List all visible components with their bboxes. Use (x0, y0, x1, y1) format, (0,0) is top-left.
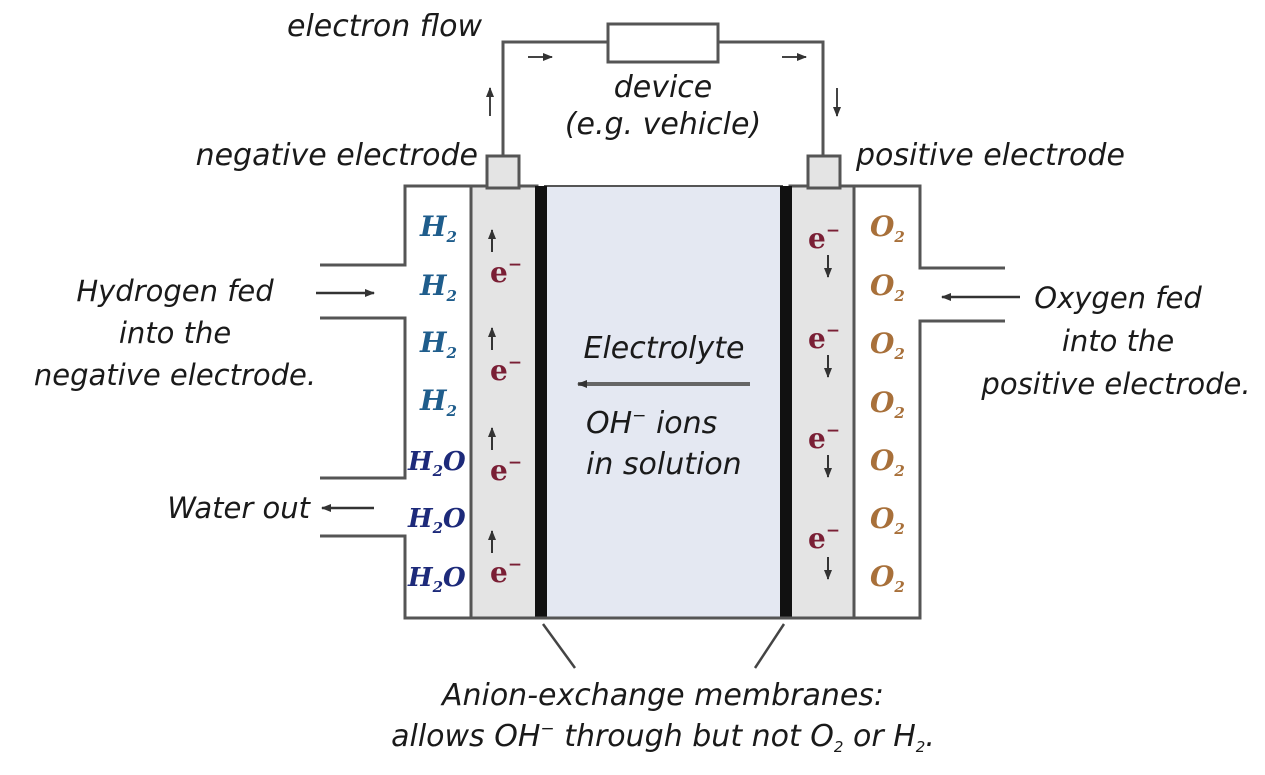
membrane-label-2-sub2: 2 (916, 738, 926, 756)
circuit-wire-right (718, 40, 825, 158)
electron-symbol: e− (808, 521, 840, 555)
electron-symbol: e− (808, 421, 840, 455)
hydrogen-fed-label-2: into the (119, 316, 231, 350)
circuit-wire-left (501, 40, 608, 158)
positive-terminal (806, 154, 842, 190)
oxygen-fed-label-1: Oxygen fed (1034, 281, 1202, 315)
electron-symbol: e− (808, 221, 840, 255)
h2o-molecule: H2O (407, 447, 466, 480)
membrane-pointer-right (753, 623, 786, 669)
water-outlet-lower (320, 534, 471, 620)
negative-electrode-label: negative electrode (196, 138, 478, 173)
ions-label-sup: − (632, 406, 646, 426)
ions-label-oh: OH (586, 406, 632, 441)
membrane-pointer-left (541, 623, 577, 669)
o2-molecule: O2 (870, 560, 905, 596)
o2-molecule: O2 (870, 327, 905, 363)
positive-electrons: e− e− e− e− (808, 221, 840, 555)
hydrogen-inlet-lower (320, 316, 407, 480)
membrane-label-2-sup: − (540, 719, 554, 739)
oxygen-inlet-lower (854, 319, 1005, 620)
o2-molecule: O2 (870, 502, 905, 538)
o2-molecule: O2 (870, 386, 905, 422)
oxygen-inlet-upper (854, 184, 1005, 270)
hydrogen-fed-label-3: negative electrode. (34, 358, 316, 392)
membrane-label-2-c: or H (843, 719, 915, 754)
electrolyte-label: Electrolyte (583, 331, 744, 366)
h2o-molecule: H2O (407, 504, 466, 537)
electron-symbol: e− (808, 321, 840, 355)
device-example-label: (e.g. vehicle) (565, 107, 761, 142)
h2-molecule: H2 (419, 326, 457, 362)
membrane-label-1: Anion-exchange membranes: (440, 678, 884, 713)
ions-label-rest: ions (646, 406, 717, 441)
positive-electrode-label: positive electrode (855, 138, 1125, 173)
electron-flow-label: electron flow (287, 9, 482, 44)
device-resistor (606, 22, 720, 64)
o2-molecule: O2 (870, 269, 905, 305)
o2-molecule: O2 (870, 210, 905, 246)
in-solution-label: in solution (586, 447, 742, 482)
membrane-label-2-b: through but not O (555, 719, 834, 754)
hydrogen-inlet-upper (320, 184, 471, 267)
electron-symbol: e− (490, 353, 522, 387)
negative-terminal (485, 154, 521, 190)
hydrogen-fed-label-1: Hydrogen fed (76, 274, 274, 308)
h2-molecule: H2 (419, 269, 457, 305)
electron-symbol: e− (490, 255, 522, 289)
h2-molecule: H2 (419, 210, 457, 246)
membrane-label-2-a: allows OH (391, 719, 540, 754)
oxygen-fed-label-3: positive electrode. (980, 367, 1250, 401)
water-out-label: Water out (167, 491, 311, 525)
device-label: device (614, 70, 713, 105)
membrane-label-2: allows OH− through but not O2 or H2. (391, 719, 935, 756)
electron-symbol: e− (490, 555, 522, 589)
anion-membrane-left (535, 186, 547, 618)
h2-molecule: H2 (419, 384, 457, 420)
electron-symbol: e− (490, 453, 522, 487)
membrane-label-2-d: . (925, 719, 935, 754)
electrolyte-chamber (544, 185, 783, 619)
o2-molecule: O2 (870, 444, 905, 480)
anion-membrane-right (780, 186, 792, 618)
negative-electrons: e− e− e− e− (490, 255, 522, 589)
water-molecules: H2O H2O H2O (407, 447, 466, 596)
membrane-label-2-sub1: 2 (834, 738, 844, 756)
ions-label: OH− ions (586, 406, 717, 441)
oxygen-fed-label-2: into the (1062, 324, 1174, 358)
negative-electrode (469, 184, 539, 620)
h2o-molecule: H2O (407, 563, 466, 596)
